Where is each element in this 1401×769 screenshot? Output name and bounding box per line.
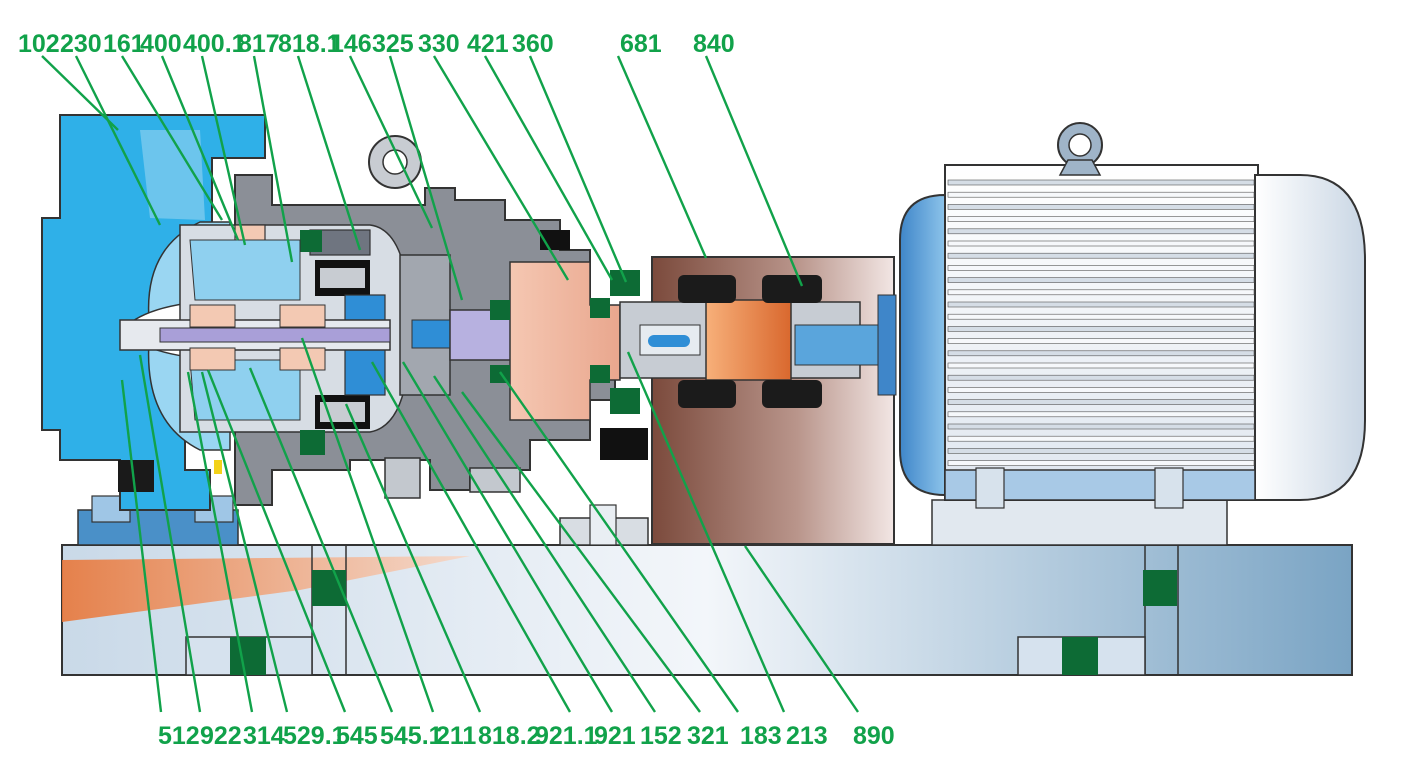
leader-146 — [348, 55, 434, 229]
leader-818.1 — [296, 55, 362, 251]
leader-922 — [138, 354, 202, 713]
label-421: 421 — [467, 30, 509, 58]
label-230: 230 — [60, 30, 102, 58]
leader-545 — [206, 369, 347, 713]
leader-681 — [616, 55, 708, 259]
motor-fin — [947, 277, 1255, 283]
label-529.1: 529.1 — [283, 722, 346, 750]
leader-921.1 — [370, 361, 572, 713]
motor-fin — [947, 289, 1255, 296]
label-840: 840 — [693, 30, 735, 58]
label-211: 211 — [436, 722, 476, 750]
top-part-labels: 102 230 161 400 400.1 817 818.1 146 325 … — [18, 30, 735, 58]
leader-330 — [432, 55, 570, 281]
label-102: 102 — [18, 30, 60, 58]
leader-161 — [120, 55, 224, 221]
label-818.2: 818.2 — [478, 722, 541, 750]
leader-400.1 — [200, 55, 247, 246]
bearing-bracket — [399, 230, 648, 460]
motor-fin — [947, 460, 1255, 466]
baseplate — [61, 544, 1353, 676]
pump-shaft — [119, 304, 391, 371]
motor-fin — [947, 326, 1255, 332]
label-921.1: 921.1 — [535, 722, 598, 750]
leader-840 — [704, 55, 804, 287]
leader-529.1 — [200, 371, 289, 713]
motor-fin — [947, 399, 1255, 405]
label-152: 152 — [640, 722, 682, 750]
leader-890 — [744, 545, 859, 713]
motor-fin — [947, 313, 1255, 320]
leader-213 — [626, 351, 786, 713]
leader-152 — [432, 375, 657, 713]
motor — [899, 122, 1366, 546]
motor-fin — [947, 338, 1255, 344]
motor-fin — [947, 374, 1255, 381]
motor-cooling-fins — [947, 179, 1255, 466]
leader-230 — [74, 55, 162, 226]
label-325: 325 — [372, 30, 414, 58]
label-314: 314 — [243, 722, 285, 750]
leader-314 — [186, 371, 254, 713]
label-512: 512 — [158, 722, 200, 750]
label-400.1: 400.1 — [183, 30, 246, 58]
leader-817 — [252, 55, 294, 263]
leader-183 — [499, 371, 739, 713]
label-360: 360 — [512, 30, 554, 58]
label-400: 400 — [140, 30, 182, 58]
label-922: 922 — [200, 722, 242, 750]
leader-lines — [41, 55, 859, 713]
label-921: 921 — [594, 722, 636, 750]
leader-325 — [388, 55, 464, 301]
coupling — [619, 275, 897, 408]
leader-545.1 — [248, 367, 394, 713]
motor-fin — [947, 191, 1255, 198]
label-545.1: 545.1 — [380, 722, 443, 750]
label-817: 817 — [238, 30, 280, 58]
label-330: 330 — [418, 30, 460, 58]
motor-fin — [947, 387, 1255, 393]
leader-400 — [160, 55, 240, 241]
leader-360 — [528, 55, 628, 283]
label-890: 890 — [853, 722, 895, 750]
motor-fin — [947, 252, 1255, 259]
motor-fin — [947, 204, 1255, 210]
leader-512 — [120, 379, 163, 713]
label-146: 146 — [330, 30, 372, 58]
motor-fin — [947, 228, 1255, 235]
bottom-part-labels: 512 922 314 529.1 545 545.1 211 818.2 92… — [158, 722, 895, 750]
label-321: 321 — [687, 722, 729, 750]
label-161: 161 — [103, 30, 145, 58]
motor-fin — [947, 350, 1255, 357]
motor-fin — [947, 448, 1255, 454]
motor-fin — [947, 423, 1255, 430]
motor-fin — [947, 362, 1255, 369]
motor-fin — [947, 411, 1255, 418]
motor-fin — [947, 435, 1255, 442]
motor-fin — [947, 179, 1255, 186]
motor-fin — [947, 240, 1255, 247]
motor-fin — [947, 265, 1255, 271]
label-545: 545 — [336, 722, 378, 750]
leader-321 — [461, 391, 701, 713]
label-213: 213 — [786, 722, 828, 750]
motor-fin — [947, 301, 1255, 308]
motor-fin — [947, 216, 1255, 222]
leader-921 — [401, 361, 614, 713]
label-183: 183 — [740, 722, 782, 750]
label-818.1: 818.1 — [278, 30, 341, 58]
leader-818.2 — [344, 403, 482, 713]
label-681: 681 — [620, 30, 662, 58]
leader-211 — [300, 337, 435, 713]
leader-421 — [483, 55, 614, 281]
